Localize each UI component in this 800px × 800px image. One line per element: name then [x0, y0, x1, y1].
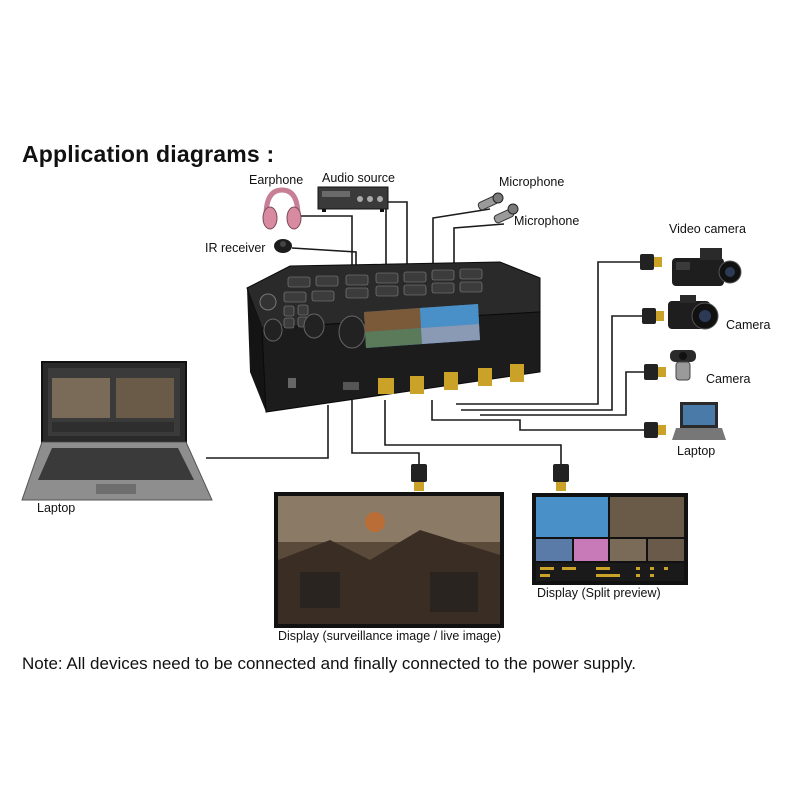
label-laptop-right: Laptop	[677, 444, 716, 458]
microphone-cable-2	[453, 223, 505, 264]
display-main-cable	[351, 400, 420, 468]
earphone-image	[262, 187, 302, 230]
video-camera-cable	[456, 261, 642, 405]
camera-image-2	[670, 350, 696, 381]
display-main-image	[274, 492, 504, 628]
audio-source-image	[317, 186, 389, 212]
label-audio-source: Audio source	[322, 171, 395, 185]
label-video-camera: Video camera	[669, 222, 746, 236]
label-display-split: Display (Split preview)	[537, 586, 661, 600]
hdmi-connector-video-camera	[640, 254, 662, 270]
microphone-image-2	[493, 203, 519, 224]
microphone-image-1	[477, 192, 504, 211]
laptop-right-image	[672, 402, 726, 440]
label-microphone-1: Microphone	[499, 175, 565, 189]
laptop-right-cable	[431, 400, 646, 431]
hdmi-connector-laptop	[644, 422, 666, 438]
display-split-image	[532, 493, 688, 585]
switcher-screen	[364, 304, 480, 348]
label-display-main: Display (surveillance image / live image…	[278, 629, 501, 643]
label-camera-1: Camera	[726, 318, 771, 332]
switcher-ports	[288, 364, 524, 394]
label-ir-receiver: IR receiver	[205, 241, 266, 255]
label-microphone-2: Microphone	[514, 214, 580, 228]
hdmi-connectors	[411, 254, 666, 491]
camera-1-cable	[461, 315, 644, 411]
camera-2-cable	[480, 371, 646, 416]
hdmi-connector-display-main	[411, 464, 427, 491]
switcher-buttons	[283, 268, 483, 329]
label-camera-2: Camera	[706, 372, 751, 386]
video-camera-image	[672, 248, 742, 286]
power-supply-note: Note: All devices need to be connected a…	[22, 654, 636, 673]
label-laptop-left: Laptop	[37, 501, 76, 515]
earphone-cable	[300, 215, 353, 268]
ir-receiver-image	[274, 239, 292, 253]
camera-image-1	[668, 295, 719, 330]
label-earphone: Earphone	[249, 173, 304, 187]
hdmi-connector-camera-1	[642, 308, 664, 324]
hdmi-connector-display-split	[553, 464, 569, 491]
laptop-left-image	[21, 361, 213, 501]
display-split-cable	[384, 400, 562, 468]
microphone-cable-1	[432, 208, 491, 264]
ir-receiver-cable	[291, 247, 357, 270]
video-switcher-device	[246, 261, 541, 413]
page-title: Application diagrams :	[22, 141, 275, 167]
hdmi-connector-camera-2	[644, 364, 666, 380]
laptop-left-cable	[206, 405, 329, 459]
